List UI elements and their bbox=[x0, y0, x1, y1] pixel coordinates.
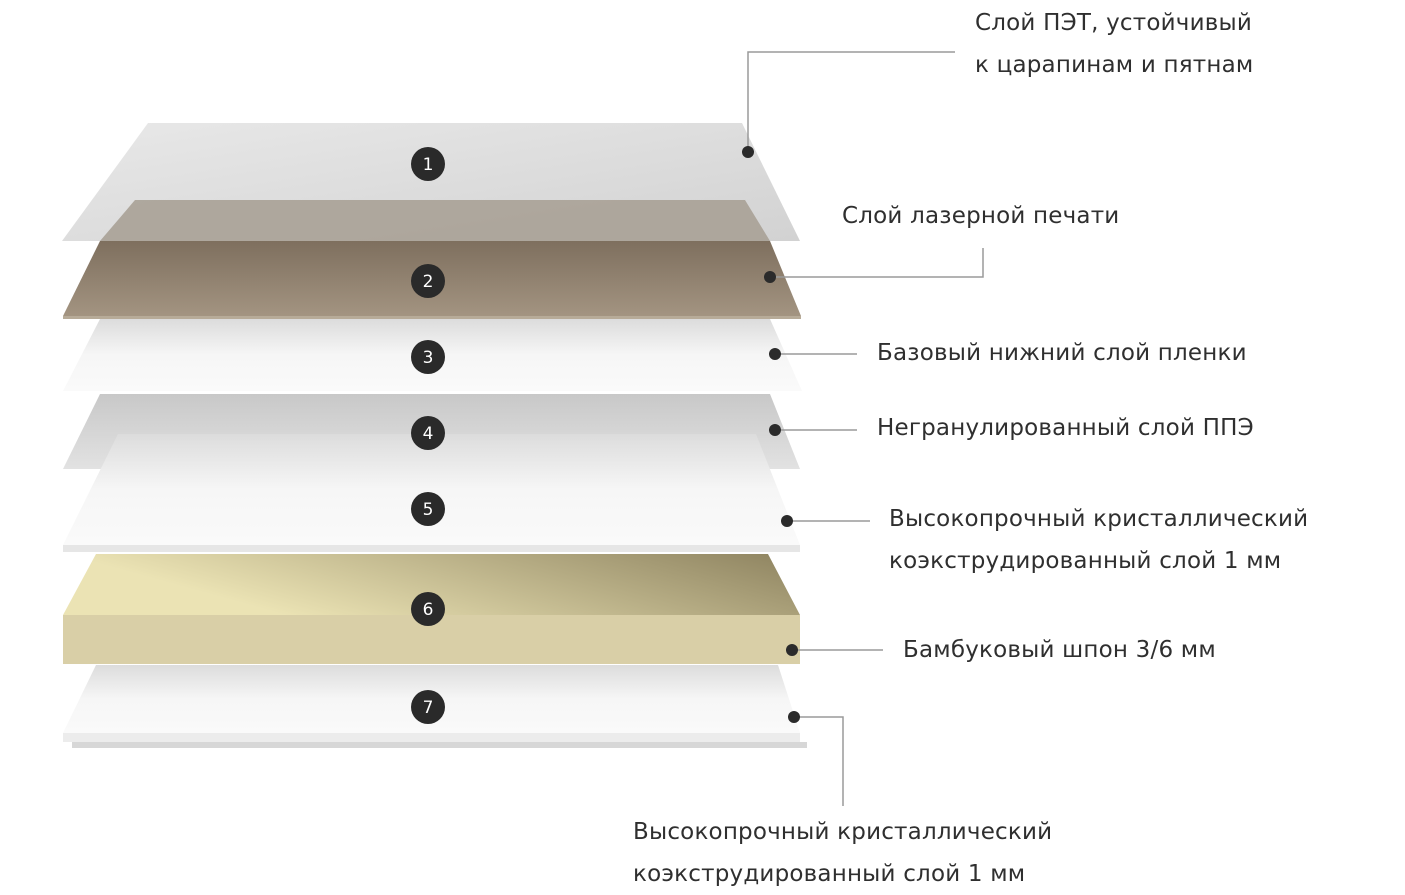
badge-5: 5 bbox=[411, 492, 445, 526]
badge-4: 4 bbox=[411, 416, 445, 450]
badge-1: 1 bbox=[411, 147, 445, 181]
badge-7: 7 bbox=[411, 690, 445, 724]
badge-3: 3 bbox=[411, 340, 445, 374]
label-line: Слой лазерной печати bbox=[842, 203, 1120, 229]
badge-6: 6 bbox=[411, 592, 445, 626]
label-line: Слой ПЭТ, устойчивый bbox=[975, 10, 1252, 36]
svg-text:5: 5 bbox=[423, 500, 434, 520]
layer-6-top bbox=[63, 554, 800, 615]
leader-dots bbox=[742, 146, 800, 723]
label-line: Базовый нижний слой пленки bbox=[877, 340, 1247, 366]
svg-text:7: 7 bbox=[423, 698, 434, 718]
label-line: Высокопрочный кристаллический bbox=[889, 506, 1309, 532]
svg-text:2: 2 bbox=[423, 272, 434, 292]
svg-text:1: 1 bbox=[423, 155, 434, 175]
label-line: Высокопрочный кристаллический bbox=[633, 819, 1053, 845]
label-line: Бамбуковый шпон 3/6 мм bbox=[903, 637, 1216, 663]
label-layer-4: Негранулированный слой ППЭ bbox=[877, 407, 1254, 449]
label-layer-3: Базовый нижний слой пленки bbox=[877, 332, 1247, 374]
leader-lines bbox=[747, 51, 984, 806]
svg-text:4: 4 bbox=[423, 424, 434, 444]
layer-5-sheet bbox=[63, 434, 800, 545]
label-line: Негранулированный слой ППЭ bbox=[877, 415, 1254, 441]
badge-2: 2 bbox=[411, 264, 445, 298]
layer-2-top-overlay bbox=[100, 200, 770, 241]
label-line: коэкструдированный слой 1 мм bbox=[889, 548, 1282, 574]
svg-text:3: 3 bbox=[423, 348, 434, 368]
label-layer-5: Высокопрочный кристаллический коэкструди… bbox=[889, 498, 1308, 582]
svg-text:6: 6 bbox=[423, 600, 434, 620]
label-layer-7: Высокопрочный кристаллический коэкструди… bbox=[633, 811, 1052, 895]
label-layer-6: Бамбуковый шпон 3/6 мм bbox=[903, 629, 1216, 671]
label-line: к царапинам и пятнам bbox=[975, 52, 1254, 78]
label-layer-2: Слой лазерной печати bbox=[842, 195, 1119, 237]
label-line: коэкструдированный слой 1 мм bbox=[633, 861, 1026, 887]
label-layer-1: Слой ПЭТ, устойчивый к царапинам и пятна… bbox=[975, 2, 1253, 86]
